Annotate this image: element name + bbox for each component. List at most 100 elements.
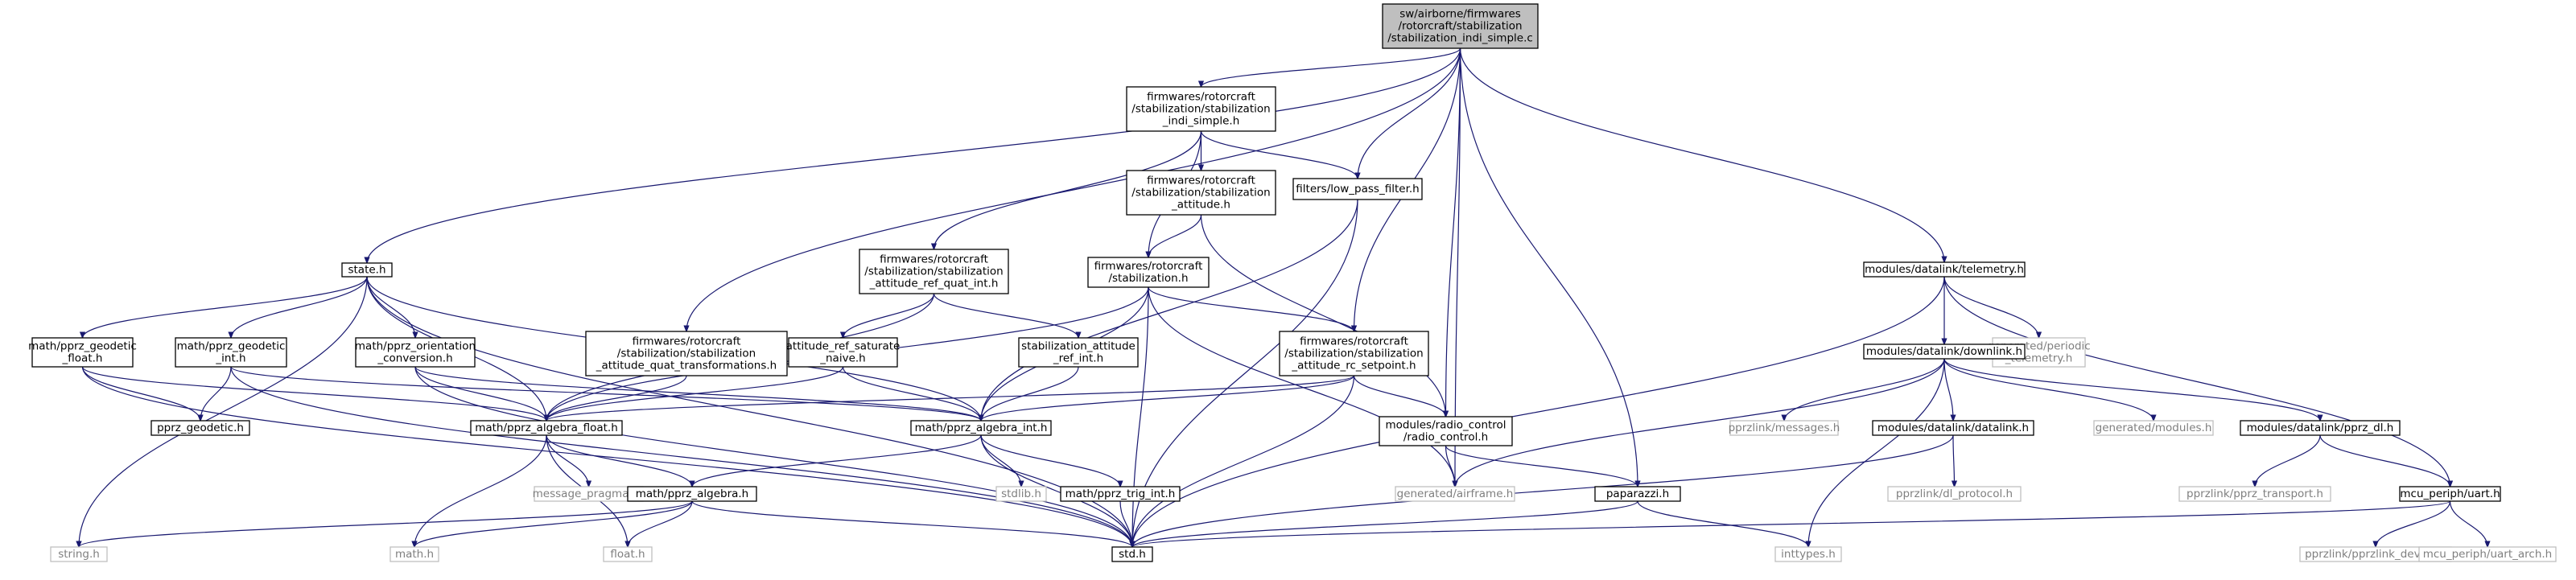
node-pprz-dl-h[interactable]: modules/datalink/pprz_dl.h: [2240, 420, 2401, 436]
node-label-line: math/pprz_geodetic: [28, 340, 137, 353]
node-dl-protocol: pprzlink/dl_protocol.h: [1887, 486, 2022, 502]
node-stabilization-h[interactable]: firmwares/rotorcraft/stabilization.h: [1087, 257, 1210, 288]
node-box: [1111, 546, 1153, 562]
node-box: [1729, 420, 1839, 436]
node-label-line: _attitude_rc_setpoint.h: [1291, 360, 1416, 372]
node-box: [1018, 337, 1139, 368]
node-label-line: _attitude.h: [1171, 199, 1230, 212]
node-label-line: math/pprz_trig_int.h: [1065, 487, 1176, 500]
dependency-edge: [1148, 286, 1354, 331]
node-telemetry-h[interactable]: modules/datalink/telemetry.h: [1863, 261, 2026, 278]
dependency-edge: [934, 130, 1202, 249]
node-uart-arch: mcu_periph/uart_arch.h: [2418, 546, 2557, 562]
dependency-edge: [1943, 358, 2154, 421]
node-orient-h[interactable]: math/pprz_orientation_conversion.h: [355, 337, 476, 368]
node-label-line: math/pprz_algebra.h: [636, 487, 748, 500]
dependency-edge: [81, 366, 201, 421]
node-box: [1292, 178, 1423, 200]
node-label-line: math/pprz_geodetic: [177, 340, 286, 353]
node-std-h[interactable]: std.h: [1111, 546, 1153, 562]
node-alg-int-h[interactable]: math/pprz_algebra_int.h: [910, 420, 1052, 436]
dependency-edge: [842, 366, 982, 421]
dependency-edge: [1637, 500, 1808, 547]
node-quat-trans-h[interactable]: firmwares/rotorcraft/stabilization/stabi…: [585, 331, 788, 376]
node-state-h[interactable]: state.h: [341, 262, 393, 278]
node-uart-h[interactable]: mcu_periph/uart.h: [2399, 486, 2501, 502]
node-label-line: /stabilization/stabilization: [1284, 348, 1423, 360]
dependency-edge: [843, 293, 935, 338]
node-label-line: math/pprz_algebra_int.h: [915, 422, 1048, 434]
node-label-line: generated/airframe.h: [1397, 487, 1514, 500]
dependency-edge: [1455, 47, 1461, 487]
node-geo-float-h[interactable]: math/pprz_geodetic_float.h: [28, 337, 137, 368]
node-alg-h[interactable]: math/pprz_algebra.h: [627, 486, 757, 502]
node-box: [1872, 420, 2034, 436]
dependency-edge: [546, 366, 844, 421]
node-datalink-h[interactable]: modules/datalink/datalink.h: [1872, 420, 2034, 436]
node-geo-int-h[interactable]: math/pprz_geodetic_int.h: [175, 337, 287, 368]
node-root[interactable]: sw/airborne/firmwares/rotorcraft/stabili…: [1382, 3, 1539, 49]
node-label-line: _float.h: [62, 352, 103, 365]
dependency-edge: [1132, 500, 2451, 547]
node-label-line: state.h: [348, 264, 385, 277]
dependency-edge: [981, 366, 1079, 421]
node-label-line: _conversion.h: [377, 352, 452, 365]
dependency-edge: [367, 47, 1461, 263]
node-label-line: mcu_periph/uart_arch.h: [2423, 548, 2553, 561]
dependency-edge: [1201, 47, 1461, 87]
node-stab-indi-h[interactable]: firmwares/rotorcraft/stabilization/stabi…: [1126, 86, 1276, 132]
node-lpf-h[interactable]: filters/low_pass_filter.h: [1292, 178, 1423, 200]
node-box: [175, 337, 287, 368]
dependency-edge: [200, 366, 232, 421]
node-box: [1395, 486, 1515, 502]
node-label-line: paparazzi.h: [1606, 487, 1669, 500]
node-box: [859, 249, 1009, 294]
dependency-edge: [81, 366, 1133, 547]
node-box: [470, 420, 623, 436]
node-box: [585, 331, 788, 376]
node-alg-float-h[interactable]: math/pprz_algebra_float.h: [470, 420, 623, 436]
node-box: [2240, 420, 2401, 436]
dependency-edge: [1200, 130, 1358, 179]
dependency-edge: [414, 434, 547, 547]
node-label-line: math/pprz_orientation: [355, 340, 476, 353]
node-box: [389, 546, 439, 562]
dependency-edge: [81, 366, 547, 421]
node-label-line: string.h: [58, 548, 100, 561]
dependency-edge: [546, 375, 687, 421]
node-label-line: std.h: [1119, 548, 1146, 561]
node-downlink-h[interactable]: modules/datalink/downlink.h: [1863, 343, 2026, 360]
node-radio-h[interactable]: modules/radio_control/radio_control.h: [1379, 416, 1513, 446]
node-box: [910, 420, 1052, 436]
node-label-line: firmwares/rotorcraft: [1094, 260, 1203, 273]
dependency-edge: [1148, 286, 1455, 487]
dependency-edge: [1455, 358, 1945, 487]
dependency-edge: [1132, 434, 1954, 547]
node-box: [1774, 546, 1842, 562]
node-sat-naive-h[interactable]: attitude_ref_saturate_naive.h: [786, 337, 901, 368]
dependency-edge: [79, 276, 368, 547]
node-geodetic-h[interactable]: pprz_geodetic.h: [150, 420, 250, 436]
node-label-line: sw/airborne/firmwares: [1399, 8, 1521, 21]
node-stab-att-h[interactable]: firmwares/rotorcraft/stabilization/stabi…: [1126, 170, 1276, 216]
dependency-edge: [414, 366, 1132, 547]
node-att-ref-int-h[interactable]: stabilization_attitude_ref_int.h: [1018, 337, 1139, 368]
node-ref-quat-h[interactable]: firmwares/rotorcraft/stabilization/stabi…: [859, 249, 1009, 294]
node-label-line: pprzlink/pprz_transport.h: [2187, 487, 2323, 500]
dependency-edge: [546, 434, 692, 487]
node-trig-h[interactable]: math/pprz_trig_int.h: [1060, 486, 1181, 502]
node-paparazzi-h[interactable]: paparazzi.h: [1594, 486, 1681, 502]
node-box: [50, 546, 108, 562]
node-box: [1126, 170, 1276, 216]
dependency-edge: [230, 366, 981, 421]
node-rc-setpoint-h[interactable]: firmwares/rotorcraft/stabilization/stabi…: [1279, 331, 1429, 376]
node-box: [1087, 257, 1210, 288]
node-label-line: firmwares/rotorcraft: [633, 335, 741, 348]
dependency-edge: [692, 434, 982, 487]
dependency-edge: [414, 500, 693, 547]
node-float-h: float.h: [603, 546, 653, 562]
node-label-line: _indi_simple.h: [1162, 115, 1240, 128]
node-label-line: /radio_control.h: [1403, 431, 1488, 444]
dependency-edge: [83, 276, 368, 338]
